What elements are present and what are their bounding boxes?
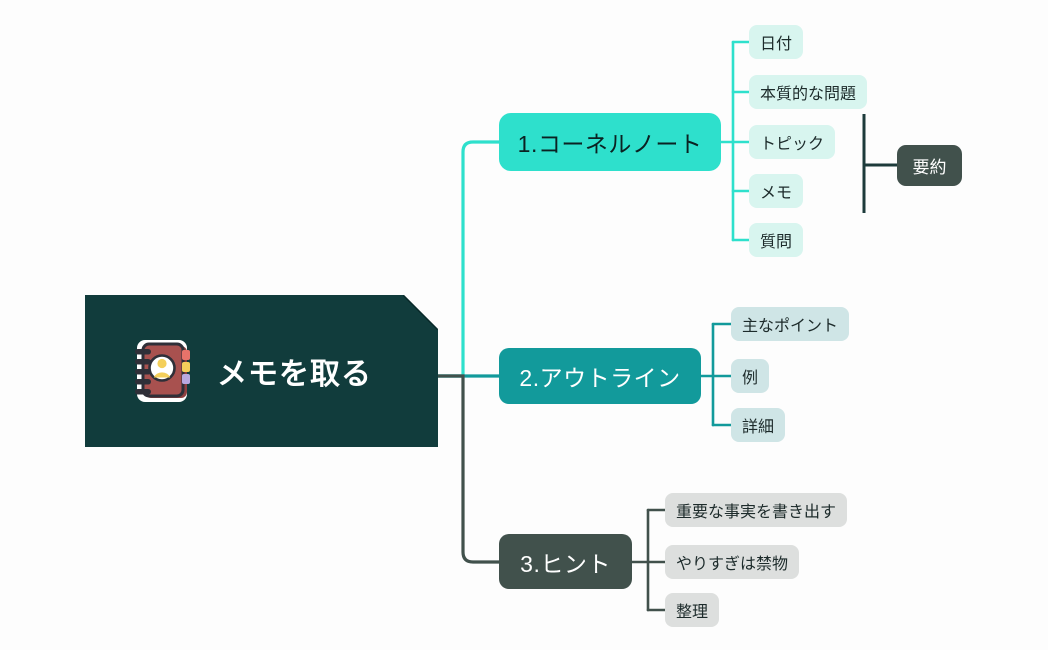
chip-branch2-child-0[interactable]: 主なポイント [731,307,850,341]
branch-node-2[interactable]: 2.アウトライン [499,348,701,404]
chip-label: 主なポイント [742,318,839,335]
chip-label: 日付 [760,36,793,53]
branch-1-label: 1.コーネルノート [517,131,703,157]
connector-branch-3-children [630,508,667,612]
chip-branch1-child-0[interactable]: 日付 [749,25,804,59]
chip-branch2-child-2[interactable]: 詳細 [731,408,786,442]
chip-branch2-child-1[interactable]: 例 [731,359,770,393]
chip-label: 重要な事実を書き出す [676,504,837,521]
chip-label: 詳細 [742,419,775,436]
chip-label: 本質的な問題 [760,86,857,103]
branch-node-1[interactable]: 1.コーネルノート [499,113,721,171]
root-node[interactable]: メモを取る [85,295,438,447]
summary-node[interactable]: 要約 [897,145,962,186]
address-book-icon [133,338,195,404]
branch-3-label: 3.ヒント [520,550,611,577]
chip-label: メモ [760,185,793,202]
chip-branch3-child-1[interactable]: やりすぎは禁物 [665,545,800,579]
chip-branch1-child-1[interactable]: 本質的な問題 [749,75,868,109]
root-label: メモを取る [217,358,372,391]
connector-summary-bracket [862,114,897,213]
summary-label: 要約 [912,158,947,177]
chip-label: やりすぎは禁物 [676,556,789,573]
chip-branch3-child-0[interactable]: 重要な事実を書き出す [665,493,848,527]
chip-branch1-child-2[interactable]: トピック [749,125,836,159]
chip-label: 質問 [760,234,793,251]
branch-2-label: 2.アウトライン [519,365,681,391]
chip-branch1-child-4[interactable]: 質問 [749,223,804,257]
chip-label: 例 [742,370,759,387]
chip-branch3-child-2[interactable]: 整理 [665,593,720,627]
folded-corner-edge [402,295,438,331]
connector-branch-1-children [719,40,751,242]
connector-root-to-branch-1 [436,140,501,378]
connector-branch-2-children [699,322,733,427]
connector-root-to-branch-3 [436,374,501,564]
chip-label: 整理 [676,604,709,621]
chip-label: トピック [760,136,825,153]
branch-node-3[interactable]: 3.ヒント [499,534,632,589]
chip-branch1-child-3[interactable]: メモ [749,174,804,208]
